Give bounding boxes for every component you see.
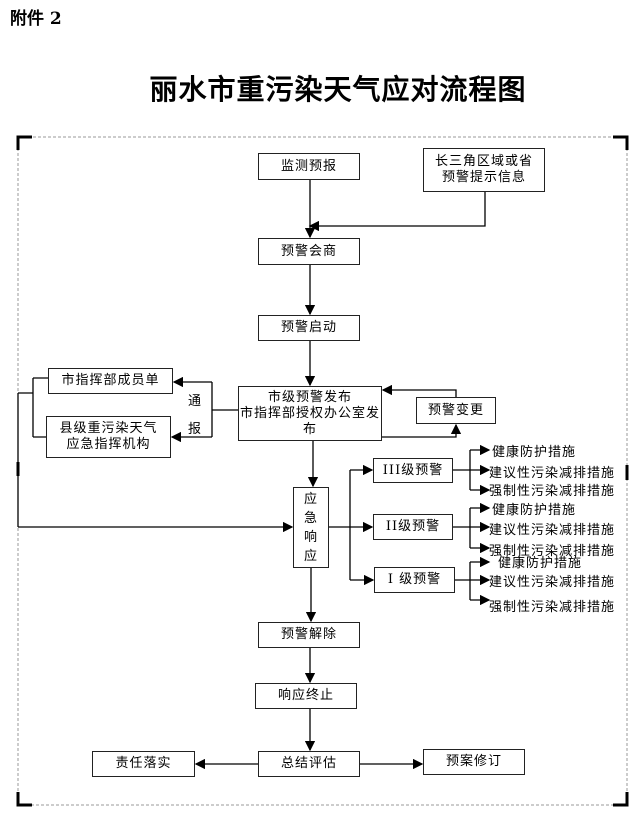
measure-mandatory: 强制性污染减排措施 xyxy=(489,600,616,615)
measure-health: 健康防护措施 xyxy=(492,445,577,460)
node-monitor: 监测预报 xyxy=(258,153,360,180)
node-consult: 预警会商 xyxy=(258,238,360,265)
node-response: 应急响应 xyxy=(293,487,329,568)
node-publish: 市级预警发布 市指挥部授权办公室发布 xyxy=(238,386,382,441)
notify-label-1: 通 xyxy=(188,394,203,409)
page-title: 丽水市重污染天气应对流程图 xyxy=(149,73,527,106)
node-evaluate: 总结评估 xyxy=(258,751,360,777)
node-terminate: 响应终止 xyxy=(255,683,357,709)
node-level3: III级预警 xyxy=(373,458,453,483)
node-level1: I 级预警 xyxy=(374,567,455,593)
node-start: 预警启动 xyxy=(258,315,360,341)
measure-health: 健康防护措施 xyxy=(492,503,577,518)
measure-mandatory: 强制性污染减排措施 xyxy=(489,544,616,559)
measure-suggested: 建议性污染减排措施 xyxy=(489,466,616,481)
node-regional-alert: 长三角区域或省预警提示信息 xyxy=(423,148,545,192)
measure-mandatory: 强制性污染减排措施 xyxy=(489,484,616,499)
node-change: 预警变更 xyxy=(416,397,496,424)
node-level2: II级预警 xyxy=(373,514,453,540)
node-revise: 预案修订 xyxy=(423,749,525,775)
node-county: 县级重污染天气应急指挥机构 xyxy=(46,416,171,458)
measure-suggested: 建议性污染减排措施 xyxy=(489,575,616,590)
node-members: 市指挥部成员单 xyxy=(48,368,173,394)
node-lift: 预警解除 xyxy=(258,622,360,648)
attachment-label: 附件 2 xyxy=(10,9,62,29)
node-responsibility: 责任落实 xyxy=(92,751,195,777)
notify-label-2: 报 xyxy=(188,422,203,437)
measure-health: 健康防护措施 xyxy=(498,556,583,571)
measure-suggested: 建议性污染减排措施 xyxy=(489,523,616,538)
